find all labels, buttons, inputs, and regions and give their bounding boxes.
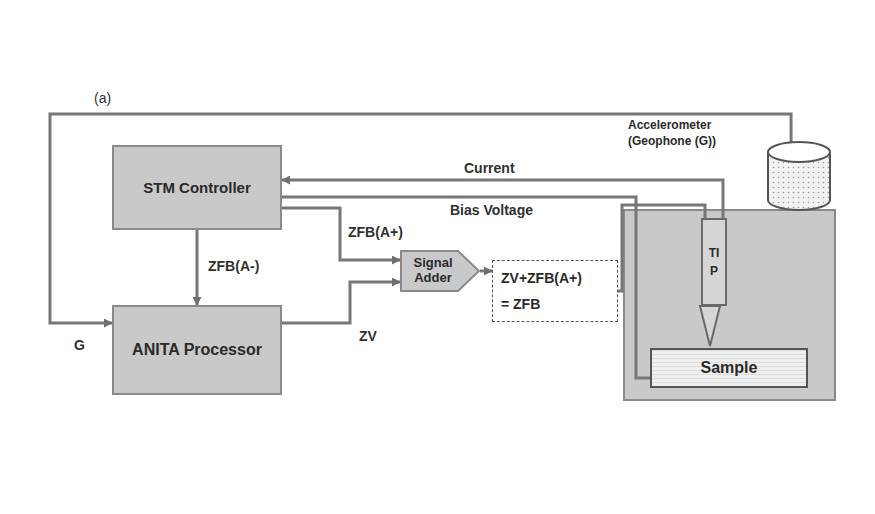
node-label: Signal Adder [407,256,459,286]
geophone-outline [766,140,832,212]
node-label: TIP [708,244,720,280]
signal-label: ZV [357,328,379,344]
node-label: Sample [701,359,758,377]
signal-wire [282,180,723,218]
geophone-symbol: Accelerometer (Geophone (G)) [766,140,832,212]
signal-label: ZFB(A+) [346,224,405,240]
signal-label: G [72,337,87,353]
sample-block: Sample [650,348,808,388]
signal-wire [480,270,492,273]
signal-wire [282,197,650,378]
signal-wire [282,282,400,323]
node-label: ANITA Processor [132,341,262,359]
signal-label: Current [462,160,517,176]
node-label: ZV+ZFB(A+) [501,270,582,286]
vacuum-chamber [624,210,835,400]
signal-label: Bias Voltage [448,202,535,218]
node-sublabel: = ZFB [501,296,540,312]
sensor-heading: Accelerometer (Geophone (G)) [628,118,763,149]
signal-wire [196,230,199,305]
tip-cone [700,306,720,346]
processor-box: ANITA Processor [112,305,282,395]
adder-symbol: Signal Adder [400,250,480,292]
output-box: ZV+ZFB(A+) = ZFB [492,260,618,322]
tip-holder: TIP [701,218,727,306]
panel-label: (a) [92,90,113,106]
node-label: STM Controller [143,179,251,196]
controller-box: STM Controller [112,145,282,230]
signal-label: ZFB(A-) [206,258,261,274]
signal-wire [50,114,791,323]
signal-wire [618,205,705,291]
